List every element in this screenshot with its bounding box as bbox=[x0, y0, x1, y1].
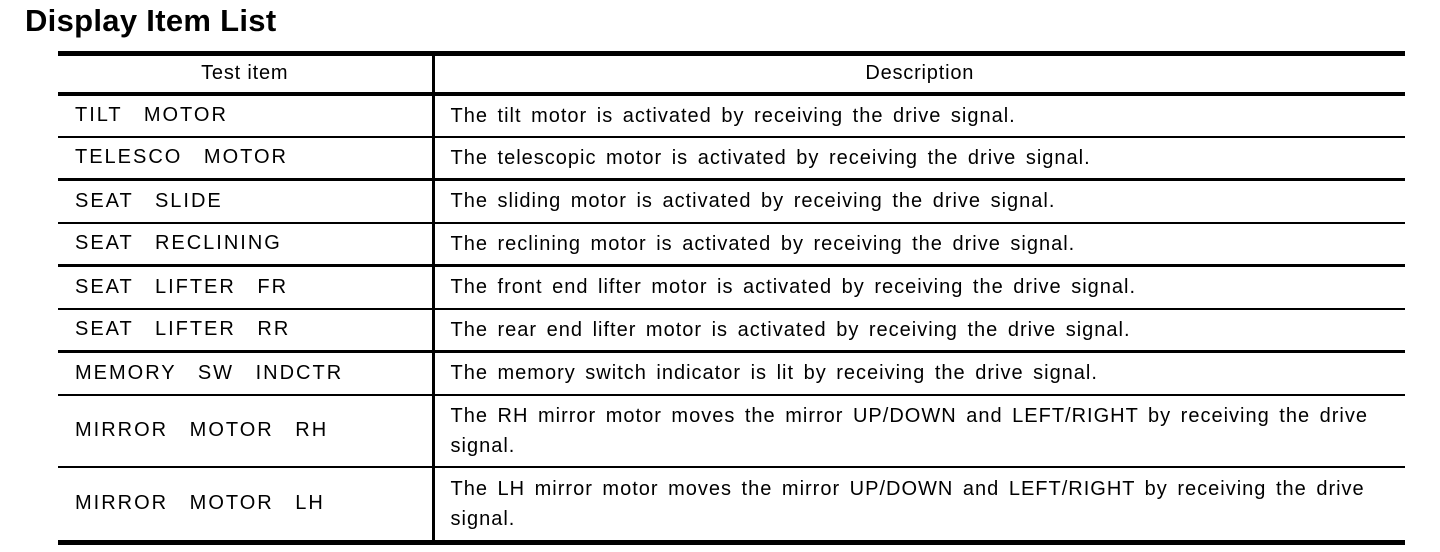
description-cell: The reclining motor is activated by rece… bbox=[433, 222, 1405, 267]
table-row: TILT MOTOR The tilt motor is activated b… bbox=[58, 93, 1405, 138]
table-row: TELESCO MOTOR The telescopic motor is ac… bbox=[58, 136, 1405, 181]
test-item-cell: MIRROR MOTOR RH bbox=[58, 394, 435, 468]
table-row: MEMORY SW INDCTR The memory switch indic… bbox=[58, 351, 1405, 396]
test-item-cell: MEMORY SW INDCTR bbox=[58, 351, 435, 396]
table-row: SEAT SLIDE The sliding motor is activate… bbox=[58, 179, 1405, 224]
table-row: MIRROR MOTOR RH The RH mirror motor move… bbox=[58, 394, 1405, 468]
table-row: MIRROR MOTOR LH The LH mirror motor move… bbox=[58, 466, 1405, 543]
test-item-cell: SEAT SLIDE bbox=[58, 179, 435, 224]
description-cell: The telescopic motor is activated by rec… bbox=[433, 136, 1405, 181]
test-item-cell: TILT MOTOR bbox=[58, 93, 435, 138]
display-item-table: Test item Description TILT MOTOR The til… bbox=[58, 51, 1405, 545]
test-item-column-header: Test item bbox=[58, 53, 435, 96]
description-cell: The RH mirror motor moves the mirror UP/… bbox=[433, 394, 1405, 468]
description-cell: The memory switch indicator is lit by re… bbox=[433, 351, 1405, 396]
table-header-row: Test item Description bbox=[58, 53, 1405, 96]
description-cell: The rear end lifter motor is activated b… bbox=[433, 308, 1405, 353]
test-item-cell: SEAT RECLINING bbox=[58, 222, 435, 267]
description-cell: The tilt motor is activated by receiving… bbox=[433, 93, 1405, 138]
test-item-cell: MIRROR MOTOR LH bbox=[58, 466, 435, 543]
test-item-cell: SEAT LIFTER RR bbox=[58, 308, 435, 353]
table-row: SEAT LIFTER RR The rear end lifter motor… bbox=[58, 308, 1405, 353]
description-cell: The LH mirror motor moves the mirror UP/… bbox=[450, 477, 1365, 530]
test-item-cell: SEAT LIFTER FR bbox=[58, 265, 435, 310]
table-row: SEAT LIFTER FR The front end lifter moto… bbox=[58, 265, 1405, 310]
description-cell: The sliding motor is activated by receiv… bbox=[433, 179, 1405, 224]
test-item-cell: TELESCO MOTOR bbox=[58, 136, 435, 181]
description-cell: The front end lifter motor is activated … bbox=[433, 265, 1405, 310]
page-title: Display Item List bbox=[25, 3, 277, 38]
description-column-header: Description bbox=[433, 53, 1405, 96]
table-row: SEAT RECLINING The reclining motor is ac… bbox=[58, 222, 1405, 267]
